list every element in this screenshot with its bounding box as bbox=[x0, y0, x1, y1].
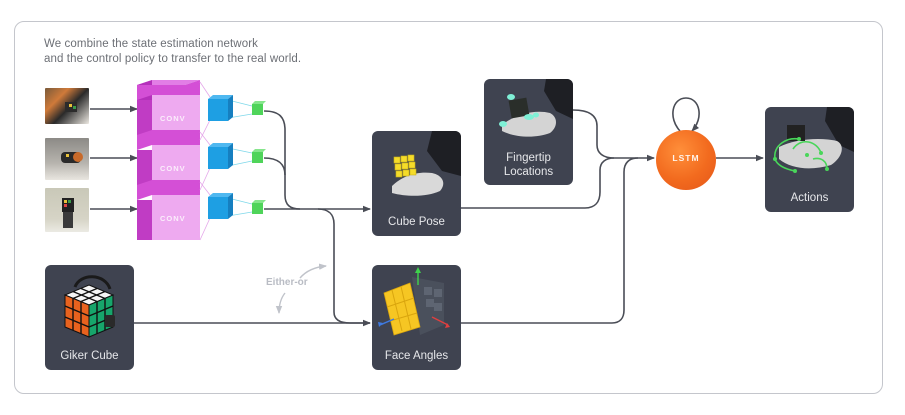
fingertip-locations-image bbox=[499, 79, 573, 137]
giker-cube-node: Giker Cube bbox=[45, 265, 134, 370]
diagram-frame bbox=[14, 21, 883, 394]
fingertip-label-line-1: Fingertip bbox=[506, 152, 551, 164]
cube-pose-image bbox=[392, 131, 461, 196]
either-or-annotation: Either-or bbox=[266, 277, 308, 288]
actions-image bbox=[773, 107, 854, 173]
feature-cube-blue-1 bbox=[208, 95, 233, 121]
camera-image-2 bbox=[45, 138, 89, 180]
face-angles-image bbox=[378, 267, 450, 336]
feature-cube-green-2 bbox=[252, 149, 266, 163]
conv-label-1: CONV bbox=[160, 114, 186, 123]
actions-node: Actions bbox=[765, 107, 854, 212]
wire-cubepose-lstm bbox=[461, 157, 615, 209]
lstm-node: LSTM bbox=[656, 130, 716, 190]
either-or-arrow-down bbox=[275, 292, 286, 314]
actions-label: Actions bbox=[790, 192, 829, 204]
wire-feature1-merge bbox=[263, 110, 301, 210]
feature-cube-green-1 bbox=[252, 101, 266, 115]
wire-faceangles-lstm bbox=[461, 157, 639, 324]
wire-feature2-merge bbox=[263, 157, 286, 176]
conv-label-3: CONV bbox=[160, 214, 186, 223]
feature-cube-blue-2 bbox=[208, 143, 233, 169]
wire-fingertip-lstm bbox=[572, 109, 655, 162]
either-or-arrow-up bbox=[299, 263, 327, 279]
caption-line-1: We combine the state estimation network bbox=[44, 38, 258, 50]
cube-pose-node: Cube Pose bbox=[372, 131, 461, 236]
face-angles-node: Face Angles bbox=[372, 265, 461, 370]
giker-cube-label: Giker Cube bbox=[60, 350, 119, 362]
camera-image-3 bbox=[45, 188, 89, 232]
fingertip-locations-node: Fingertip Locations bbox=[484, 79, 573, 185]
cube-pose-label: Cube Pose bbox=[388, 216, 445, 228]
feature-cube-blue-3 bbox=[208, 193, 233, 219]
diagram-caption: We combine the state estimation network … bbox=[44, 37, 301, 67]
caption-line-2: and the control policy to transfer to th… bbox=[44, 53, 302, 65]
giker-cube-image bbox=[63, 275, 115, 338]
feature-cube-green-3 bbox=[252, 200, 266, 214]
fingertip-label-line-2: Locations bbox=[503, 166, 554, 178]
face-angles-label: Face Angles bbox=[384, 350, 449, 362]
conv-stack-1 bbox=[137, 80, 200, 140]
conv-stack-3 bbox=[137, 180, 200, 240]
camera-image-1 bbox=[45, 88, 89, 124]
conv-label-2: CONV bbox=[160, 164, 186, 173]
lstm-recurrent-loop bbox=[672, 97, 700, 132]
lstm-label: LSTM bbox=[672, 153, 700, 163]
